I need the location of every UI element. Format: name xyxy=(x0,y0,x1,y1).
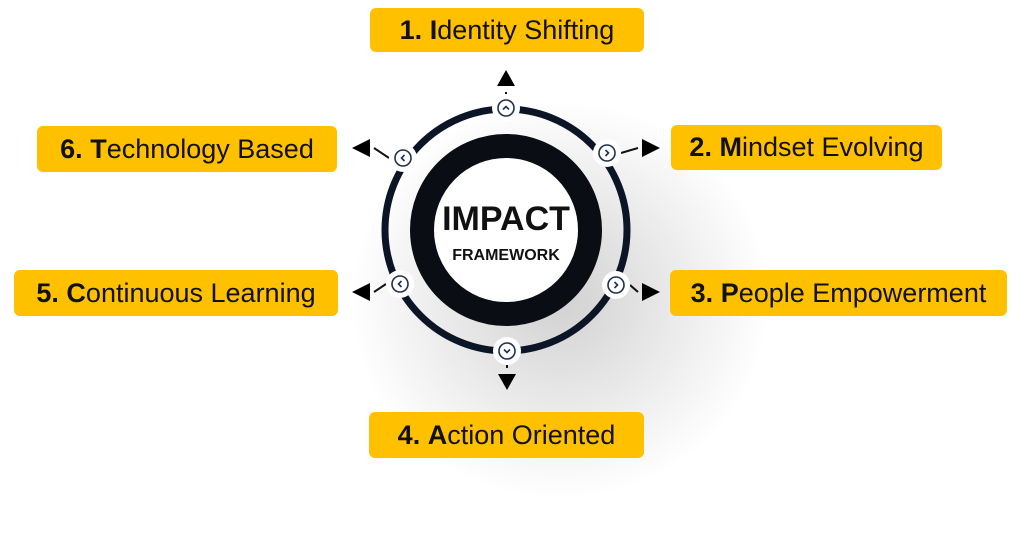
chevron-icon xyxy=(604,149,610,157)
item-4-box: 4. Action Oriented xyxy=(369,412,644,458)
node-6-circle xyxy=(394,149,412,167)
arrow-up-icon xyxy=(497,70,515,86)
chevron-icon xyxy=(400,154,406,162)
chevron-icon xyxy=(613,281,619,289)
arrow-left-icon xyxy=(352,283,370,301)
chevron-icon xyxy=(502,105,510,111)
arrow-down-icon xyxy=(498,374,516,390)
connector-line xyxy=(373,283,387,293)
connector-line xyxy=(629,284,639,293)
arrow-right-icon xyxy=(642,139,660,157)
connector-line xyxy=(373,147,390,159)
item-6-box: 6. Technology Based xyxy=(37,126,337,172)
chevron-icon xyxy=(397,280,403,288)
arrow-right-icon xyxy=(642,283,660,301)
arrow-left-icon xyxy=(352,139,370,157)
node-2-circle xyxy=(598,144,616,162)
node-4-circle xyxy=(498,342,516,360)
node-1-circle xyxy=(497,99,515,117)
item-2-box: 2. Mindset Evolving xyxy=(671,125,942,170)
item-3-box: 3. People Empowerment xyxy=(670,270,1007,316)
chevron-icon xyxy=(503,348,511,354)
inner-ring xyxy=(410,134,602,326)
center-subtitle: FRAMEWORK xyxy=(452,247,560,264)
center-title: IMPACT xyxy=(442,200,570,238)
item-1-box: 1. Identity Shifting xyxy=(370,8,644,52)
node-5-circle xyxy=(391,275,409,293)
connector-line xyxy=(620,147,639,154)
item-5-box: 5. Continuous Learning xyxy=(14,270,338,316)
node-3-circle xyxy=(607,276,625,294)
